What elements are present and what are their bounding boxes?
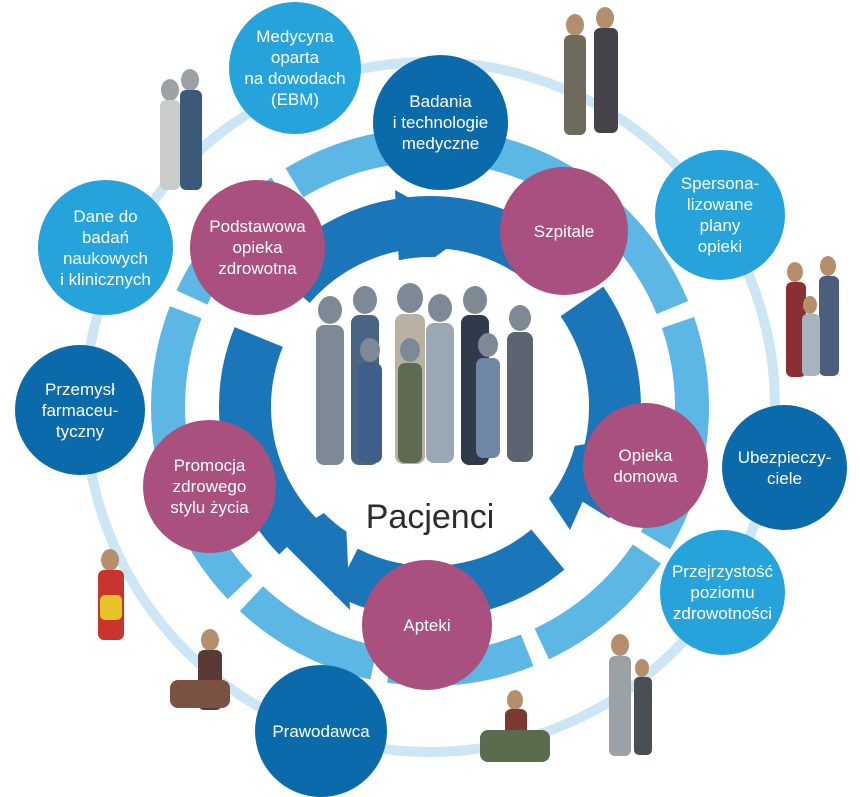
- node-przejrzystosc: Przejrzystość poziomu zdrowotności: [660, 530, 785, 655]
- node-ubezpieczyciele: Ubezpieczy- ciele: [722, 405, 847, 530]
- family-photo-bottom-middle: [480, 690, 550, 762]
- child-photo-left: [98, 549, 124, 640]
- node-ebm: Medycyna oparta na dowodach (EBM): [229, 2, 361, 134]
- node-opieka-domowa: Opieka domowa: [583, 403, 708, 528]
- node-spersonalizowane: Spersona- lizowane plany opieki: [655, 150, 785, 280]
- node-prawodawca: Prawodawca: [255, 665, 387, 797]
- node-przemysl: Przemysł farmaceu- tyczny: [15, 345, 145, 475]
- family-photo-right: [786, 256, 839, 377]
- arrow-head-bottom: [280, 500, 350, 610]
- node-dane: Dane do badań naukowych i klinicznych: [38, 180, 173, 315]
- patients-group-image: [316, 283, 533, 465]
- center-label: Pacjenci: [365, 498, 495, 536]
- family-photo-bottom-left: [170, 629, 230, 710]
- node-szpitale: Szpitale: [500, 167, 628, 295]
- node-badania: Badania i technologie medyczne: [373, 55, 508, 190]
- family-photo-top-left: [160, 69, 202, 190]
- family-photo-bottom-right: [609, 634, 652, 756]
- node-promocja: Promocja zdrowego stylu życia: [143, 420, 276, 553]
- node-podstawowa: Podstawowa opieka zdrowotna: [190, 180, 325, 315]
- family-photo-top-right: [564, 7, 618, 135]
- node-apteki: Apteki: [362, 560, 492, 690]
